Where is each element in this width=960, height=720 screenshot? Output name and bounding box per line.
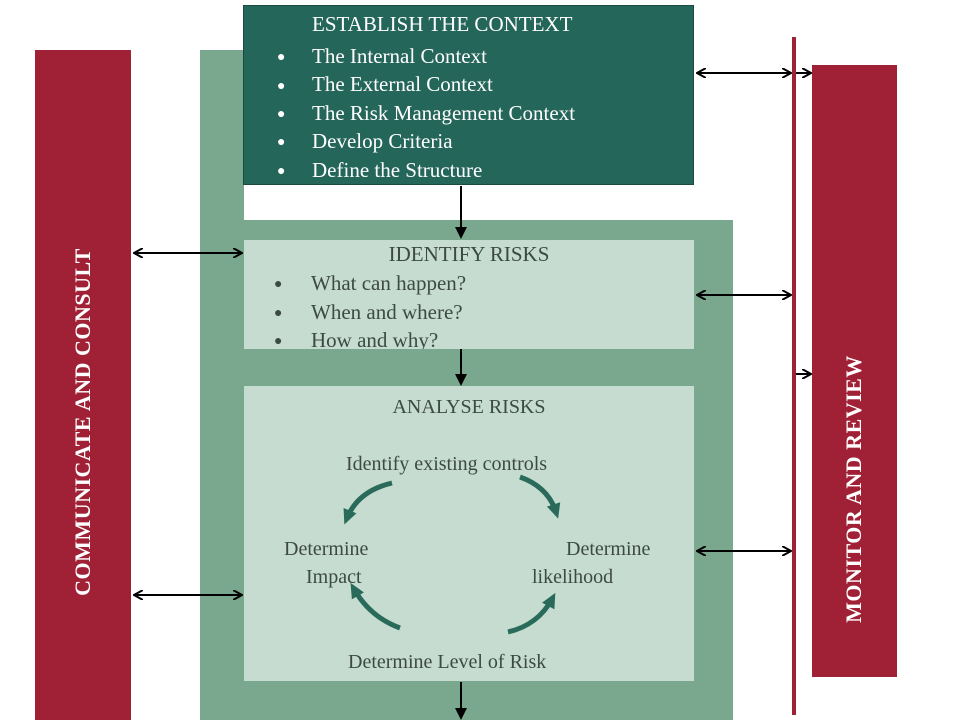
identify-controls-text: Identify existing controls <box>346 453 548 475</box>
determine-likelihood-line1: Determine <box>566 538 651 560</box>
cycle-arrow-likelihood-to-level <box>507 592 556 635</box>
bullet-icon: ● <box>277 78 286 94</box>
establish-context-list: ●The Internal Context ●The External Cont… <box>277 42 575 184</box>
determine-impact-line1: Determine <box>284 538 369 560</box>
communicate-and-consult-bar: COMMUNICATE AND CONSULT <box>35 50 131 720</box>
identify-risks-title: IDENTIFY RISKS <box>388 242 550 266</box>
list-item: ●Define the Structure <box>277 156 575 184</box>
bullet-icon: ● <box>277 50 286 66</box>
analyse-risks-title: ANALYSE RISKS <box>392 396 546 418</box>
cycle-arrow-controls-to-likelihood <box>519 474 561 519</box>
list-item: ●The Risk Management Context <box>277 99 575 127</box>
identify-risks-list: ●What can happen? ●When and where? ●How … <box>274 269 466 349</box>
bullet-icon: ● <box>277 163 286 179</box>
bullet-icon: ● <box>277 106 286 122</box>
determine-likelihood-line2: likelihood <box>532 566 614 588</box>
list-item: ●The Internal Context <box>277 42 575 70</box>
bullet-icon: ● <box>274 334 283 349</box>
list-item: ●The External Context <box>277 70 575 98</box>
list-item: ●Develop Criteria <box>277 127 575 155</box>
monitor-review-line <box>792 37 796 715</box>
bullet-icon: ● <box>274 277 283 293</box>
monitor-and-review-bar: MONITOR AND REVIEW <box>812 65 897 677</box>
list-item: ●When and where? <box>274 298 466 327</box>
list-item: ●How and why? <box>274 326 466 349</box>
analyse-risks-box: ANALYSE RISKS Identify existing controls… <box>244 386 694 681</box>
identify-risks-box: IDENTIFY RISKS ●What can happen? ●When a… <box>244 240 694 349</box>
determine-impact-line2: Impact <box>306 566 362 588</box>
cycle-arrow-impact-to-controls <box>343 480 393 525</box>
bullet-icon: ● <box>277 135 286 151</box>
list-item: ●What can happen? <box>274 269 466 298</box>
bullet-icon: ● <box>274 305 283 321</box>
establish-context-title: ESTABLISH THE CONTEXT <box>312 12 573 36</box>
establish-context-box: ESTABLISH THE CONTEXT ●The Internal Cont… <box>243 5 694 185</box>
determine-level-text: Determine Level of Risk <box>348 651 547 673</box>
cycle-arrow-level-to-impact <box>350 582 401 631</box>
